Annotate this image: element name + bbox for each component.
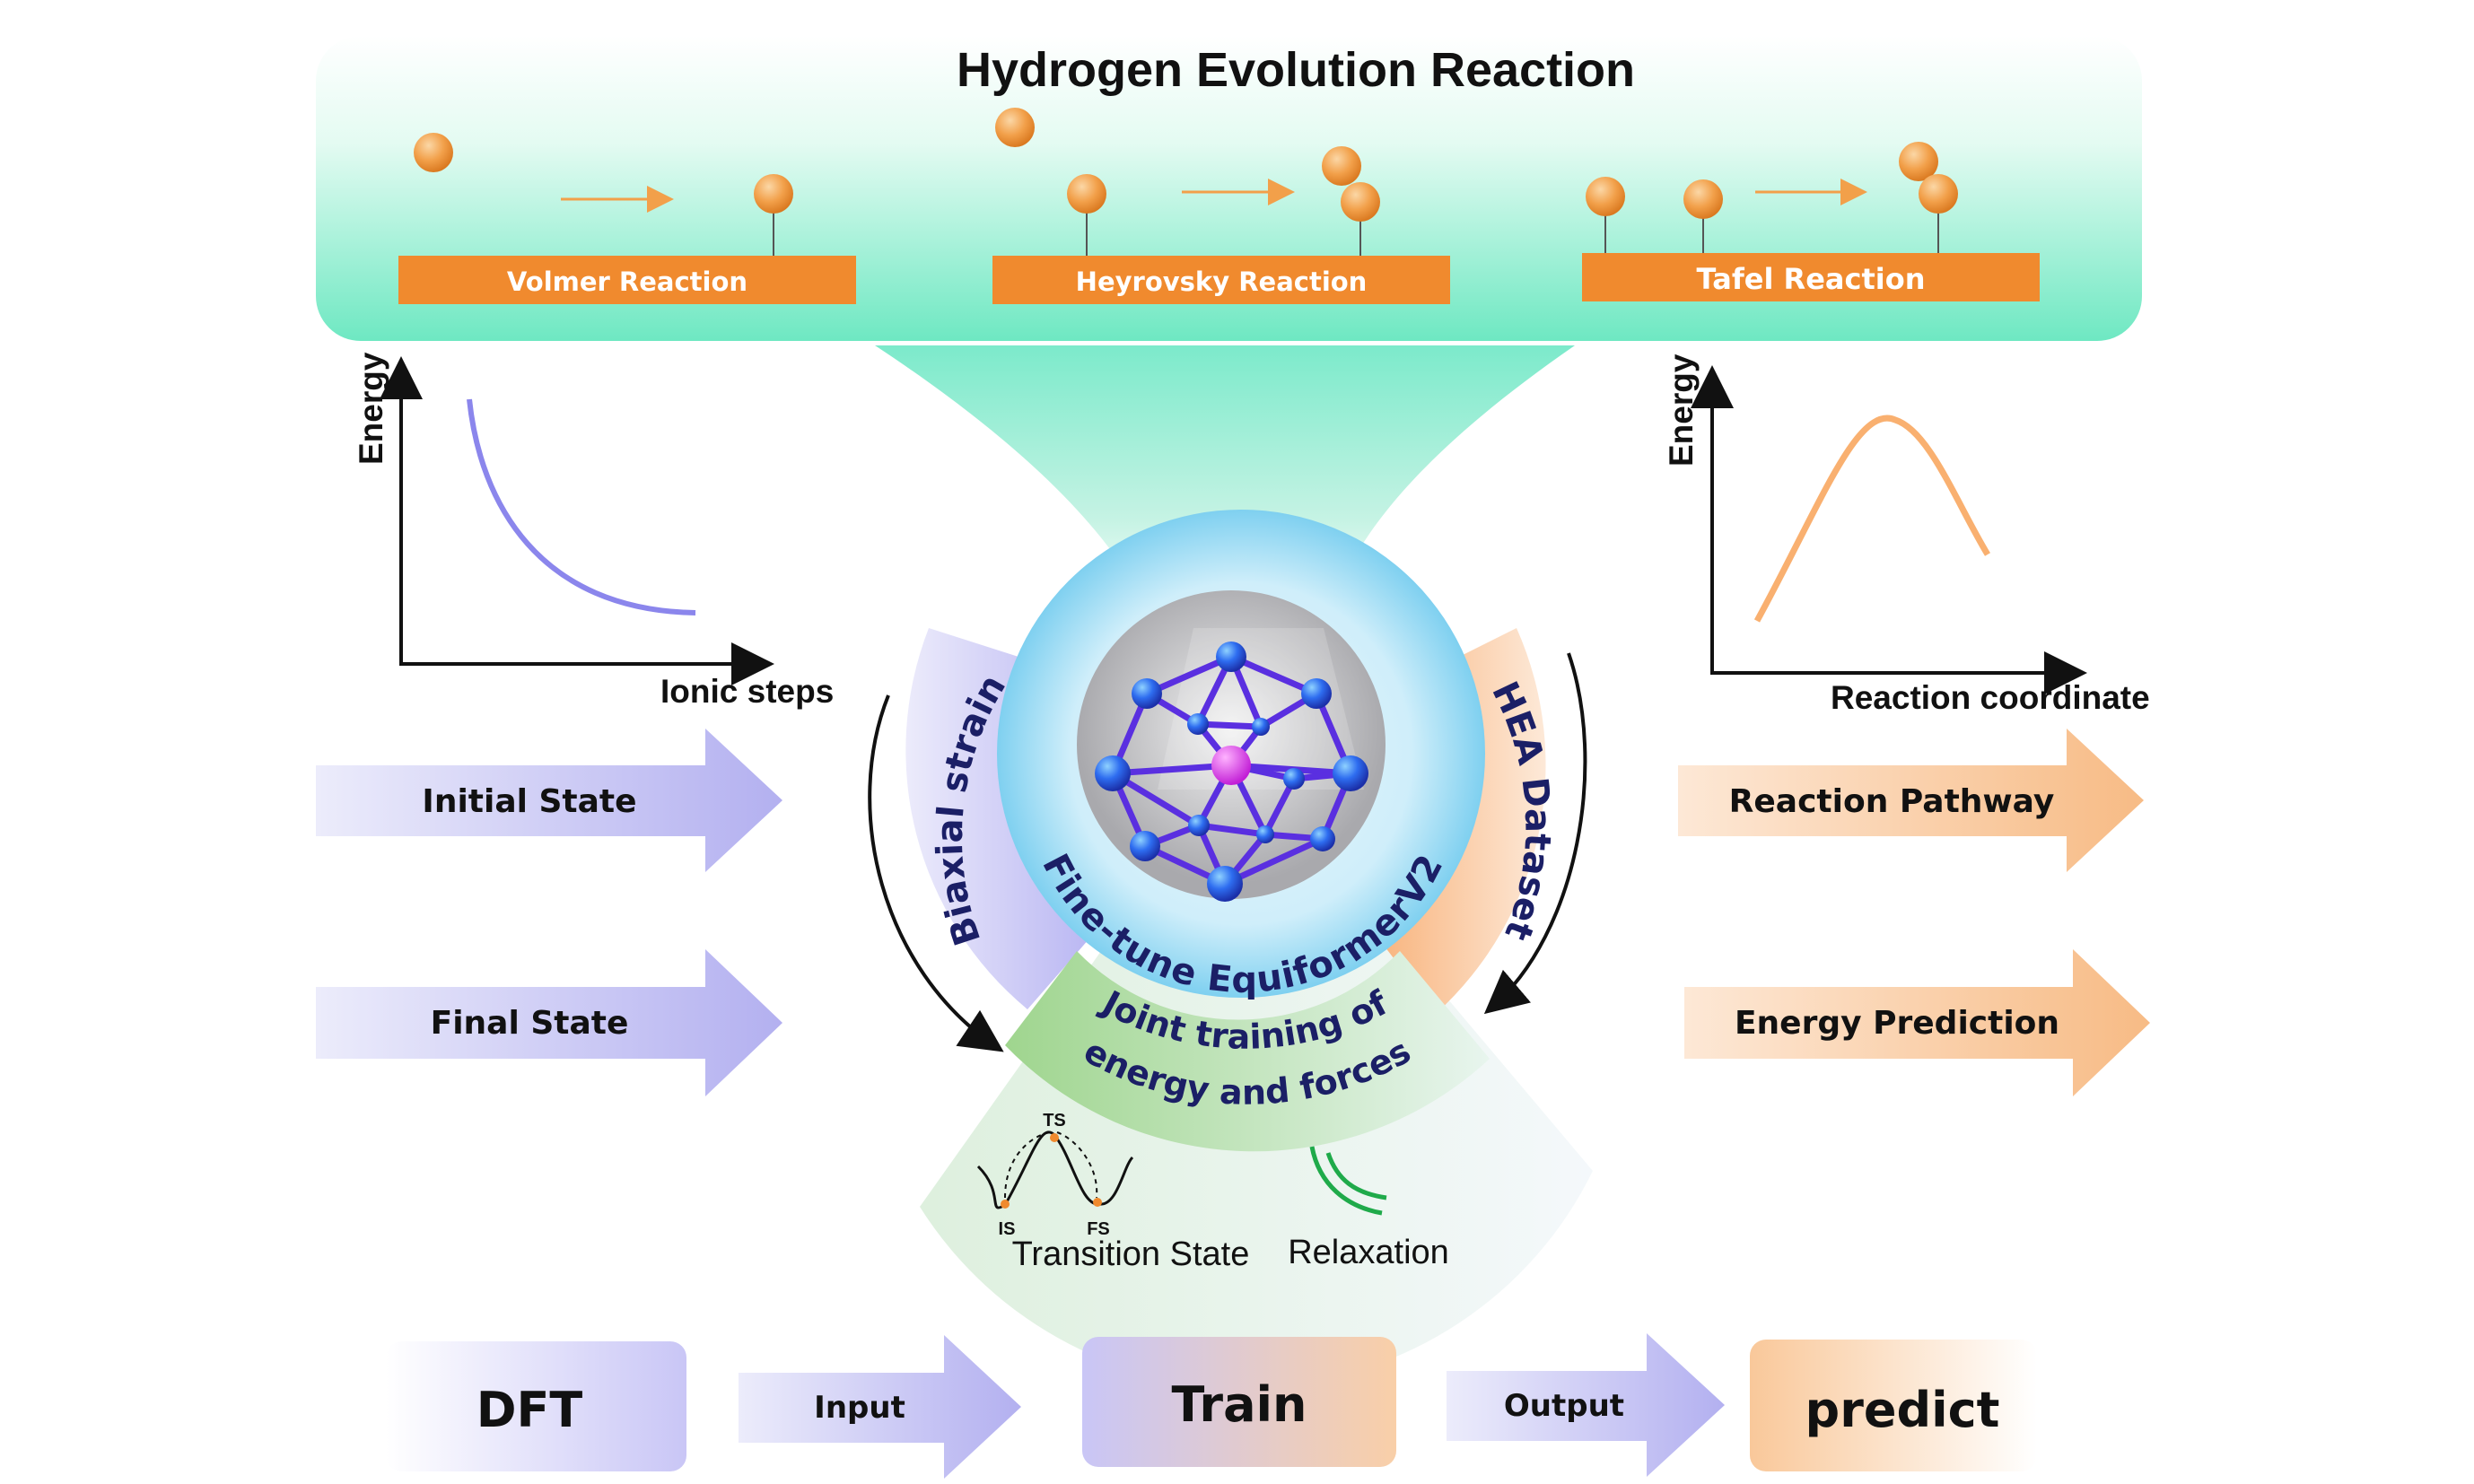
h-atom <box>1341 182 1380 222</box>
model-core <box>1077 590 1386 899</box>
biaxial-strain-band <box>905 628 1102 1009</box>
h-atom <box>754 174 793 214</box>
input-arrow <box>739 1335 1021 1479</box>
heyrovsky-label: Heyrovsky Reaction <box>1076 266 1368 297</box>
transition-state-label: Transition State <box>1012 1235 1250 1273</box>
cluster-atoms <box>1095 642 1368 902</box>
volmer-label: Volmer Reaction <box>507 266 747 297</box>
relaxation-icon-inner <box>1325 1152 1387 1200</box>
predict-label: predict <box>1805 1382 2000 1438</box>
h-atom <box>1322 146 1361 186</box>
predict-box <box>1750 1340 2037 1471</box>
is-point <box>1001 1200 1010 1209</box>
h-atom <box>414 133 453 172</box>
ts-dashed-arrows <box>1004 1131 1098 1199</box>
output-label: Output <box>1504 1388 1624 1424</box>
output-arrow <box>1447 1333 1725 1477</box>
relaxation-icon <box>1309 1146 1383 1216</box>
train-box <box>1082 1337 1396 1467</box>
left-curved-arrow <box>868 694 1004 1052</box>
h-atom <box>1586 177 1625 216</box>
final-state-label: Final State <box>431 1005 629 1042</box>
fs-point <box>1093 1198 1102 1207</box>
dft-label: DFT <box>476 1382 583 1438</box>
initial-state-label: Initial State <box>422 783 636 820</box>
reaction-pathway-label: Reaction Pathway <box>1729 783 2055 820</box>
joint-training-band <box>1005 951 1490 1152</box>
final-state-arrow <box>316 949 782 1096</box>
left-plot-ylabel: Energy <box>353 352 389 465</box>
initial-state-arrow <box>316 729 782 872</box>
heyrovsky-bar <box>992 256 1450 304</box>
left-plot-xlabel: Ionic steps <box>660 673 834 710</box>
fs-label: FS <box>1087 1219 1110 1239</box>
left-plot-curve <box>467 398 696 615</box>
ts-point <box>1050 1133 1059 1142</box>
volmer-bar <box>398 256 856 304</box>
dft-box <box>386 1341 686 1471</box>
h-atom <box>995 108 1035 147</box>
right-plot-xlabel: Reaction coordinate <box>1831 679 2150 716</box>
page-title: Hydrogen Evolution Reaction <box>957 43 1635 97</box>
input-label: Input <box>814 1390 905 1426</box>
right-plot-curve <box>1753 415 1990 623</box>
h-atom <box>1899 142 1938 181</box>
energy-prediction-arrow <box>1684 949 2150 1096</box>
is-label: IS <box>999 1219 1016 1239</box>
reaction-pathway-arrow <box>1678 729 2144 872</box>
right-curved-arrow <box>1483 652 1587 1015</box>
relaxation-label: Relaxation <box>1288 1234 1449 1271</box>
h-atom <box>1683 179 1723 219</box>
h-atom <box>1919 174 1958 214</box>
funnel-shape <box>875 345 1575 664</box>
tafel-bar <box>1582 253 2040 301</box>
tafel-label: Tafel Reaction <box>1697 262 1926 296</box>
ts-label: TS <box>1043 1111 1066 1130</box>
train-label: Train <box>1172 1376 1307 1433</box>
energy-prediction-label: Energy Prediction <box>1735 1005 2059 1042</box>
right-plot-ylabel: Energy <box>1663 354 1700 467</box>
h-atom <box>1067 174 1106 214</box>
